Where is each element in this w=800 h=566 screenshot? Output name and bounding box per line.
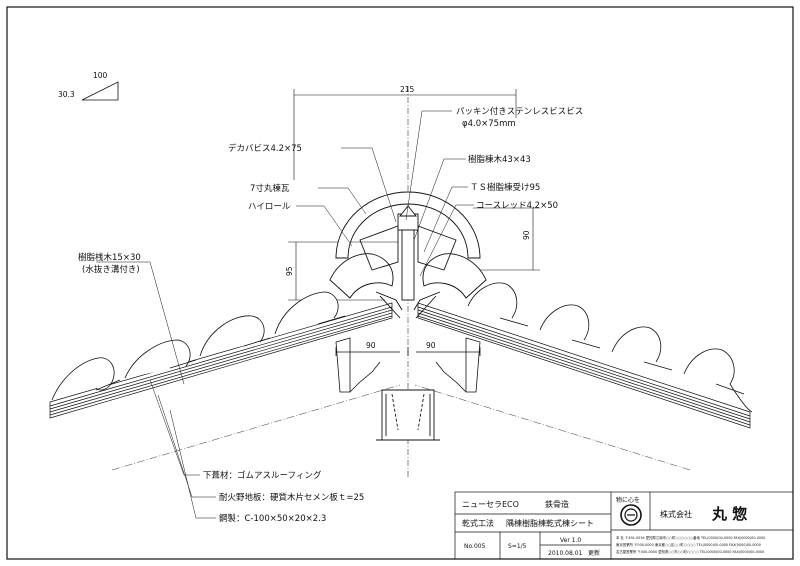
callout-steel: 鋼製：C-100×50×20×2.3: [219, 513, 326, 524]
title-scale: S=1/5: [508, 543, 527, 550]
company-type: 株式会社: [660, 509, 692, 519]
callout-ridge-tile: 7寸丸棟瓦: [250, 183, 290, 194]
title-product: ニューセラECO: [462, 500, 519, 509]
title-drawing-name: 隅棟樹脂棟乾式棟シート: [506, 518, 594, 528]
title-structure: 鉄骨造: [545, 499, 569, 509]
dimension-right-height: 90: [470, 207, 540, 271]
roof-tiles-right: [467, 282, 753, 413]
company-address-2: 東京営業所 〒000-0000 東京都○○区○○町○○○○ TEL(0000)0…: [616, 542, 761, 547]
callout-fireproof-board: 耐火野地板：硬質木片セメン板ｔ=25: [219, 492, 364, 503]
title-method: 乾式工法: [462, 518, 494, 528]
callout-coarse-thread: コースレッド4.2×50: [476, 201, 558, 211]
ridge-tile-assembly: [329, 191, 487, 319]
dimension-top-width: 215: [293, 85, 517, 180]
title-block: [454, 491, 794, 560]
callout-batten: 樹脂桟木15×30: [78, 252, 141, 263]
callout-hiroll: ハイロール: [248, 202, 291, 212]
rafter-lines: [111, 384, 691, 471]
callout-deka-screw: デカバビス4.2×75: [228, 143, 302, 154]
company-address-3: 名古屋営業所 〒000-0000 愛知県○○市○○町○○○○ TEL(0000)…: [616, 549, 764, 554]
title-drawing-no: No.005: [464, 543, 486, 550]
company-logo: 物に心を: [616, 496, 642, 526]
title-date: 2010.08.01: [548, 550, 583, 557]
callout-screw: パッキン付きステンレスビスビス: [456, 106, 583, 117]
company-name: 丸 惣: [711, 505, 747, 523]
drawing-frame: [6, 6, 794, 560]
roof-deck-right: [417, 302, 751, 429]
title-version: Ver 1.0: [560, 537, 581, 544]
roof-tiles-left: [51, 291, 346, 401]
dimension-left-height-value: 95: [285, 266, 294, 276]
company-motto: 物に心を: [616, 496, 640, 504]
roof-deck-left: [49, 302, 393, 419]
slope-rise-label: 30.3: [58, 90, 75, 99]
callout-ts-bracket: ＴＳ樹脂棟受け95: [470, 182, 540, 193]
callout-ridge-beam: 樹脂棟木43×43: [468, 154, 531, 165]
steel-brackets: 90 90: [335, 337, 481, 393]
steel-c-channel: [376, 389, 440, 441]
callout-leaders: [96, 110, 474, 519]
dimension-right-span-value: 90: [426, 341, 436, 350]
company-address-1: 本 社 〒491-0034 愛知県江南市○○町○○○○○○番地 TEL(0000…: [616, 535, 765, 540]
dimension-right-height-value: 90: [522, 230, 531, 240]
dimension-top-width-value: 215: [400, 85, 415, 94]
slope-run-label: 100: [93, 71, 108, 80]
slope-indicator: 100 30.3: [58, 71, 119, 101]
callout-underlay: 下葺材：ゴムアスルーフィング: [203, 470, 322, 481]
callout-batten-note: (水抜き溝付き): [82, 264, 140, 275]
dimension-left-span-value: 90: [366, 341, 376, 350]
title-update: 更新: [588, 549, 600, 557]
callout-screw-size: φ4.0×75mm: [462, 119, 516, 129]
